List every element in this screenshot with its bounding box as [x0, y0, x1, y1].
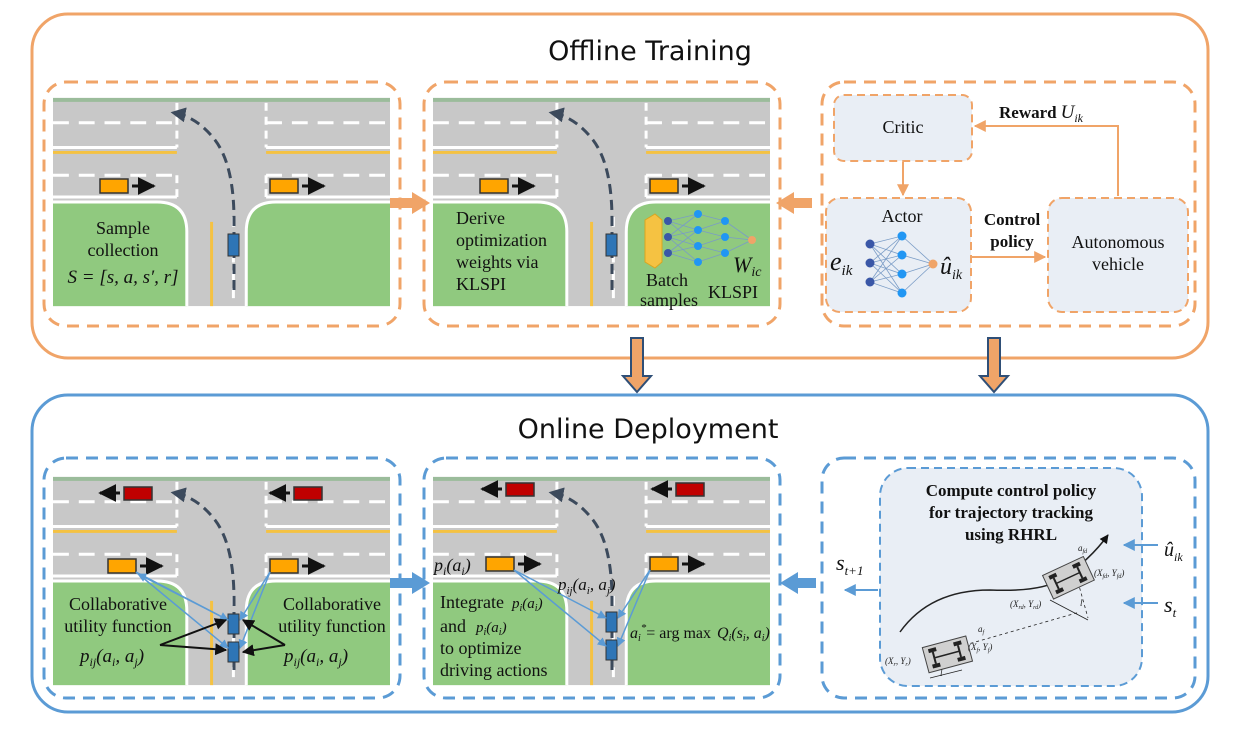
u-hat-in-label: ûik: [1164, 539, 1183, 564]
integrate-panel: [422, 456, 782, 700]
vehicle-rear: [921, 635, 974, 674]
len-l-rear: l: [940, 668, 943, 678]
car-orange: [269, 178, 299, 194]
critic-label: Critic: [883, 117, 924, 137]
batch-label-2: samples: [640, 290, 698, 310]
klspi-network-nodes: [664, 210, 756, 266]
actor-network-icon: [869, 235, 934, 294]
compute-line-1: Compute control policy: [926, 481, 1097, 500]
angle-a-fd: afd: [1078, 543, 1088, 555]
offline-title: Offline Training: [548, 36, 752, 67]
car-red: [293, 486, 323, 501]
collab-right-1: Collaborative: [283, 594, 381, 614]
down-arrow-right: [977, 337, 1011, 394]
blue-arrow-right: [390, 572, 430, 594]
derive-line-3: weights via: [456, 252, 539, 272]
integrate-line-3: to optimize: [440, 638, 521, 658]
auto-label-1: Autonomous: [1071, 232, 1164, 252]
batch-label-1: Batch: [646, 270, 688, 290]
p-ij-mid: pij(ai, aj): [557, 575, 616, 597]
intersection-scene-3: [53, 476, 390, 686]
orange-arrow-right: [390, 192, 430, 214]
integrate-line-2: and: [440, 616, 466, 636]
car-blue: [605, 233, 618, 257]
derive-line-1: Derive: [456, 208, 505, 228]
offline-panel: [30, 12, 1210, 360]
length-marker: [929, 669, 963, 679]
integrate-line-1: Integrate: [440, 592, 504, 612]
car-blue: [605, 639, 618, 661]
angle-a-f: af: [978, 624, 986, 636]
car-orange: [485, 556, 515, 572]
reward-arrow: [973, 120, 1119, 196]
actor-label: Actor: [882, 206, 923, 226]
control-label-2: policy: [990, 232, 1034, 251]
car-orange: [479, 178, 509, 194]
u-hat-label: ûik: [940, 254, 963, 283]
intersection-scene-2: [433, 97, 770, 307]
sample-formula: S = [s, a, s′, r]: [68, 267, 179, 288]
orange-arrow-left: [776, 192, 812, 214]
rhrl-box: [879, 467, 1143, 687]
car-orange: [649, 556, 679, 572]
sample-label-1: Sample: [96, 218, 150, 238]
blue-arrow-left: [780, 572, 816, 594]
car-orange: [269, 558, 299, 574]
w-ic-label: Wic: [733, 252, 762, 280]
len-l: l: [1080, 598, 1083, 608]
critic-box: [833, 94, 973, 162]
sample-label-2: collection: [88, 240, 159, 260]
p-i-inline: pi(ai): [475, 620, 507, 638]
car-orange: [649, 178, 679, 194]
p-ij-right: pij(ai, aj): [282, 646, 348, 669]
klspi-network-icon: [667, 213, 753, 263]
e-ik-label: eik: [830, 247, 853, 279]
online-title: Online Deployment: [518, 414, 779, 445]
car-red: [675, 482, 705, 497]
control-label-1: Control: [984, 210, 1041, 229]
batch-samples-icon: [644, 213, 663, 269]
car-red: [505, 482, 535, 497]
actor-network-nodes: [865, 231, 938, 298]
car-orange: [99, 178, 129, 194]
collab-left-1: Collaborative: [69, 594, 167, 614]
rhrl-panel: [820, 456, 1197, 700]
p-i-label: pi(ai): [432, 555, 471, 578]
car-red: [123, 486, 153, 501]
p-ij-left: pij(ai, aj): [78, 646, 144, 669]
s-t-label: st: [1164, 592, 1177, 620]
compute-line-2: for trajectory tracking: [929, 503, 1093, 522]
klspi-label: KLSPI: [708, 282, 758, 302]
coord-xf: (Xf, Yf): [968, 642, 992, 654]
autonomous-vehicle-box: [1047, 197, 1189, 313]
derive-line-2: optimization: [456, 230, 547, 250]
down-arrow-left: [620, 337, 654, 394]
s-t1-label: st+1: [836, 550, 863, 578]
car-orange: [107, 558, 137, 574]
car-blue: [227, 613, 240, 635]
derive-line-4: KLSPI: [456, 274, 506, 294]
intersection-scene-1: [53, 97, 390, 307]
auto-label-2: vehicle: [1092, 254, 1144, 274]
vehicle-front: [1041, 555, 1096, 600]
intersection-scene-4: [433, 476, 770, 686]
actor-critic-panel: [820, 80, 1197, 328]
collab-right-2: utility function: [278, 616, 386, 636]
car-blue: [227, 641, 240, 663]
p-i-inline-2: pi(ai): [511, 596, 543, 614]
car-blue: [227, 233, 240, 257]
compute-line-3: using RHRL: [965, 525, 1057, 544]
coord-xr: (Xr, Yr): [885, 656, 911, 668]
integrate-line-4: driving actions: [440, 660, 547, 680]
collab-left-2: utility function: [64, 616, 172, 636]
car-blue: [605, 611, 618, 633]
online-panel: [30, 393, 1210, 714]
